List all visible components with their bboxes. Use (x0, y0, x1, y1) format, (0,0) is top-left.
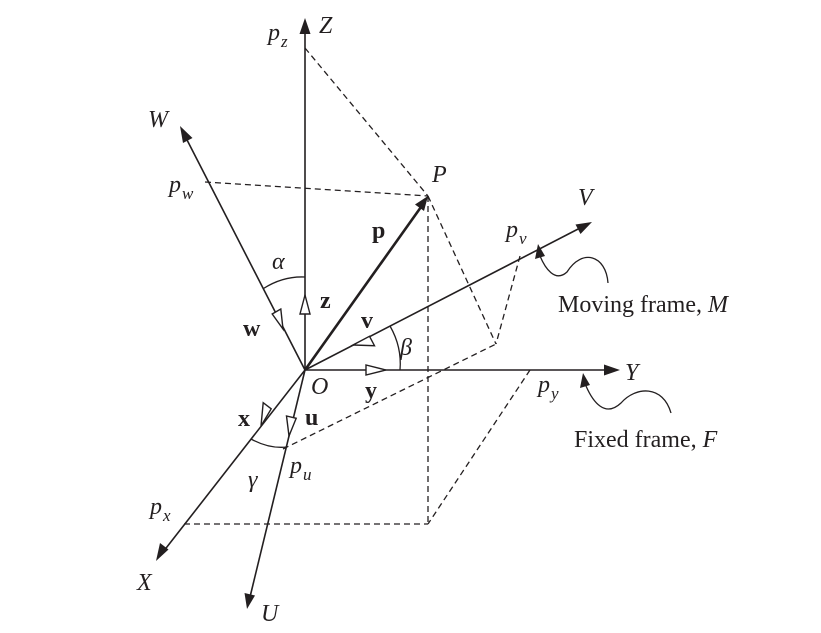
fixed-frame-pointer (585, 385, 672, 414)
fixed-frame-caption: Fixed frame, F (574, 427, 718, 453)
u-axis-arrowhead (244, 593, 255, 609)
z-unit-head (299, 292, 311, 315)
y-unit-head (365, 364, 387, 376)
w-axis-label: W (148, 107, 170, 133)
x-unit-label: x (238, 406, 250, 432)
axis-labels: Z Y X W V U (136, 13, 641, 627)
moving-frame-axes (180, 126, 592, 609)
z-unit-label: z (320, 288, 331, 314)
origin-label: O (311, 374, 328, 400)
unit-vector-heads (260, 292, 387, 439)
captions: Moving frame, M Fixed frame, F (558, 292, 730, 453)
v-axis (304, 226, 583, 371)
vector-p-shaft (303, 206, 423, 371)
px-label: px (148, 494, 171, 525)
w-axis (184, 135, 306, 371)
u-unit-head (285, 415, 298, 439)
pw-label: pw (167, 172, 194, 203)
vector-p-arrowhead (415, 196, 428, 211)
gamma-label: γ (248, 467, 258, 493)
beta-arc (389, 325, 401, 371)
dash-pz-to-P (304, 47, 429, 197)
w-axis-arrowhead (180, 126, 193, 143)
position-vector-p (303, 196, 428, 371)
v-unit-label: v (361, 308, 373, 334)
pv-label: pv (504, 217, 527, 248)
point-P-label: P (431, 162, 447, 188)
moving-frame-pointer-head (535, 244, 545, 259)
alpha-label: α (272, 249, 285, 275)
dash-pw-to-P (204, 181, 429, 197)
x-axis-arrowhead (156, 543, 169, 561)
z-axis-label: Z (319, 13, 333, 39)
x-axis (162, 369, 306, 553)
alpha-arc (263, 276, 306, 290)
pu-label: pu (288, 453, 312, 484)
moving-frame-caption: Moving frame, M (558, 292, 730, 318)
y-axis-arrowhead (604, 364, 620, 376)
x-axis-label: X (136, 570, 153, 596)
x-unit-head (260, 401, 273, 427)
symbol-labels: O P p z w v y x u (238, 162, 447, 432)
caption-pointers (535, 244, 672, 414)
y-unit-label: y (365, 378, 377, 404)
u-unit-label: u (305, 405, 318, 431)
w-unit-label: w (243, 316, 261, 342)
angle-labels: α β γ (248, 249, 412, 493)
component-labels: pz pw pv py pu px (148, 20, 559, 525)
u-axis-label: U (261, 601, 280, 627)
vector-p-label: p (372, 218, 385, 244)
dash-pv-to-uv-corner (495, 255, 521, 345)
beta-label: β (399, 335, 412, 361)
py-label: py (536, 372, 559, 403)
fixed-frame-pointer-head (580, 373, 590, 388)
y-axis-label: Y (625, 360, 641, 386)
gamma-arc (250, 438, 288, 448)
projection-lines (184, 47, 531, 525)
angle-arcs (250, 276, 401, 448)
v-axis-arrowhead (575, 222, 592, 234)
v-unit-head (350, 335, 376, 347)
z-axis-arrowhead (299, 18, 311, 34)
fixed-frame-axes (156, 18, 620, 561)
u-axis (249, 369, 306, 598)
pz-label: pz (266, 20, 288, 51)
v-axis-label: V (578, 185, 595, 211)
moving-frame-pointer (539, 255, 609, 284)
w-unit-head (271, 307, 284, 332)
dash-py-to-base (427, 369, 531, 525)
dash-P-to-uv-corner (427, 195, 497, 345)
